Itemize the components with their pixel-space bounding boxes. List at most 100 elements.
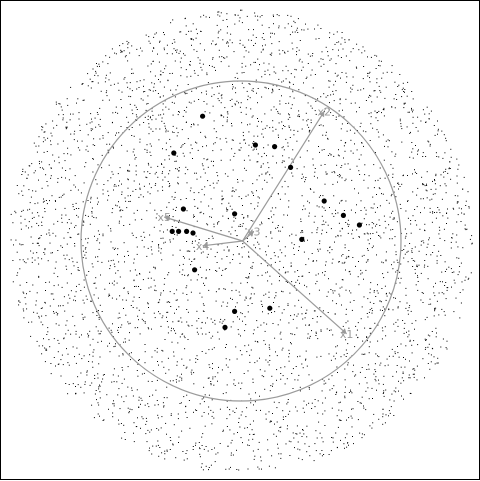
background-point [240, 147, 242, 149]
background-point [57, 220, 59, 222]
background-point [82, 245, 84, 247]
background-point [269, 174, 271, 176]
background-point [331, 262, 333, 264]
background-point [178, 320, 180, 322]
background-point [252, 88, 254, 90]
background-point [441, 308, 443, 310]
background-point [349, 290, 350, 292]
background-point [200, 466, 202, 468]
highlighted-point [180, 206, 186, 212]
background-point [341, 199, 343, 201]
background-point [311, 379, 313, 381]
background-point [58, 363, 60, 365]
background-point [274, 261, 276, 263]
vector-label-x2: x2 [317, 105, 331, 118]
background-point [300, 232, 302, 234]
background-point [313, 191, 315, 193]
background-point [199, 292, 201, 294]
background-point [229, 414, 231, 416]
background-point [415, 127, 417, 128]
background-point [142, 279, 144, 281]
background-point [249, 273, 250, 275]
background-point [16, 274, 18, 276]
background-point [119, 344, 121, 346]
background-point [142, 320, 144, 322]
background-point [411, 91, 413, 92]
background-point [139, 187, 141, 189]
background-point [308, 131, 310, 133]
loading-vectors-layer [164, 111, 347, 335]
background-point [269, 127, 271, 129]
background-point [348, 271, 350, 273]
background-point [429, 368, 431, 370]
background-point [309, 293, 311, 295]
background-point [201, 333, 203, 335]
background-point [360, 154, 362, 156]
background-point [328, 86, 330, 88]
background-point [377, 292, 379, 294]
background-point [391, 348, 393, 350]
background-point [66, 282, 68, 284]
background-point [143, 231, 145, 233]
background-point [192, 23, 194, 25]
background-point [292, 91, 294, 93]
background-point [67, 302, 69, 304]
background-point [308, 325, 310, 326]
background-point [175, 206, 177, 208]
background-point [303, 433, 305, 435]
background-point [73, 209, 75, 210]
background-point [166, 311, 168, 313]
background-point [354, 143, 355, 145]
background-point [238, 102, 239, 104]
background-point [368, 398, 370, 400]
background-point [296, 425, 298, 427]
background-point [98, 386, 100, 388]
background-point [110, 260, 112, 262]
background-point [365, 269, 367, 271]
background-point [274, 255, 276, 257]
highlighted-point [288, 164, 294, 170]
background-point [160, 114, 162, 116]
highlighted-point [176, 228, 182, 234]
background-point [310, 74, 312, 76]
background-point [252, 333, 254, 335]
background-point [387, 139, 389, 141]
background-point [163, 47, 165, 49]
background-point [95, 287, 97, 289]
background-point [276, 407, 278, 409]
background-point [183, 396, 185, 398]
background-point [436, 362, 438, 364]
background-point [70, 154, 72, 156]
background-point [211, 95, 213, 97]
background-point [367, 239, 369, 241]
background-point [88, 361, 90, 362]
background-point [161, 164, 163, 165]
highlighted-points-layer [169, 113, 362, 330]
background-point [229, 159, 231, 161]
background-point [248, 39, 250, 41]
background-point [196, 410, 198, 411]
background-point [243, 246, 245, 248]
background-point [369, 332, 371, 334]
background-point [60, 375, 62, 377]
background-point [241, 72, 243, 74]
background-point [19, 284, 21, 286]
background-point [101, 154, 103, 156]
background-point [201, 415, 203, 417]
background-point [413, 373, 415, 375]
background-point [164, 159, 166, 161]
background-point [190, 371, 192, 373]
background-point [262, 33, 264, 34]
background-point [110, 329, 112, 331]
background-point [134, 286, 135, 287]
background-point [113, 405, 115, 407]
background-point [257, 135, 259, 137]
background-point [248, 29, 250, 31]
background-point [463, 176, 465, 178]
background-point [17, 272, 19, 274]
background-point [399, 203, 401, 205]
background-point [84, 383, 86, 385]
background-point [417, 116, 419, 118]
background-point [157, 444, 159, 446]
background-point [461, 281, 463, 283]
